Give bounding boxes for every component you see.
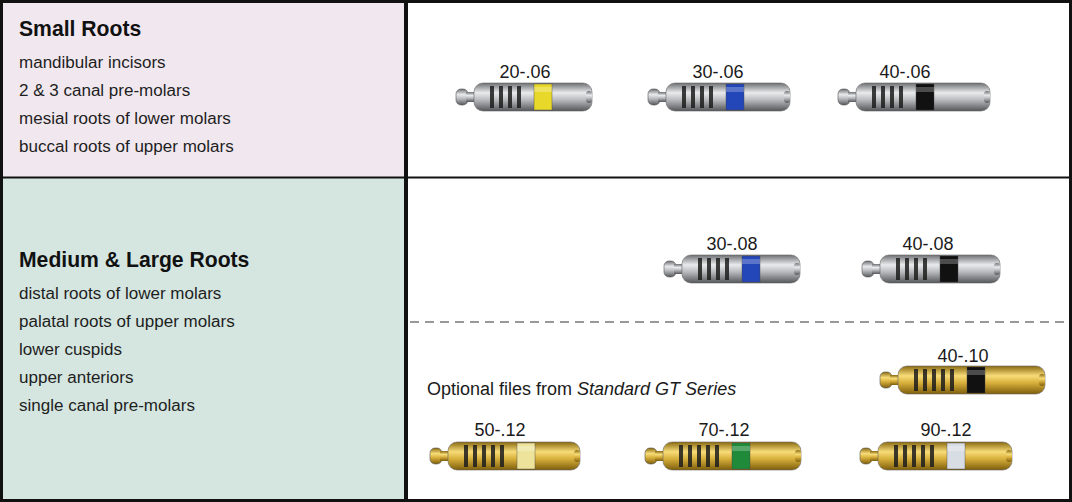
file-size-label: 20-.06	[499, 62, 550, 83]
root-list-item: 2 & 3 canal pre-molars	[19, 77, 404, 105]
cell-ground	[3, 3, 404, 177]
dashed-divider	[410, 321, 1066, 323]
row-rule	[3, 177, 1069, 179]
file-size-label: 40-.10	[937, 346, 988, 367]
file-handle	[860, 442, 1012, 470]
file-handle	[645, 442, 801, 470]
file-handle	[456, 83, 592, 111]
root-list-item: lower cuspids	[19, 336, 404, 364]
file-handle	[648, 83, 790, 111]
file-size-label: 40-.08	[902, 234, 953, 255]
group-heading: Small Roots	[19, 17, 404, 41]
root-list-item: buccal roots of upper molars	[19, 133, 404, 161]
column-rule	[404, 3, 408, 499]
file-size-label: 50-.12	[474, 420, 525, 441]
note-text: Optional files from	[427, 379, 572, 400]
file-handle	[862, 255, 1000, 283]
note-text: Standard GT Series	[577, 379, 736, 400]
file-handle	[664, 255, 800, 283]
root-list-item: palatal roots of upper molars	[19, 308, 404, 336]
root-list-item: distal roots of lower molars	[19, 280, 404, 308]
file-size-label: 30-.06	[692, 62, 743, 83]
root-list-item: mesial roots of lower molars	[19, 105, 404, 133]
file-handle	[880, 366, 1045, 394]
file-size-label: 40-.06	[879, 62, 930, 83]
file-size-label: 70-.12	[698, 420, 749, 441]
file-handle	[430, 442, 580, 470]
root-list-item: single canal pre-molars	[19, 392, 404, 420]
root-group-cell: Medium & Large Roots distal roots of lowe…	[3, 178, 404, 499]
root-list-item: upper anteriors	[19, 364, 404, 392]
file-size-label: 90-.12	[920, 420, 971, 441]
cell-ground	[3, 178, 404, 499]
file-handle	[838, 83, 990, 111]
file-size-label: 30-.08	[706, 234, 757, 255]
root-group-cell: Small Roots mandibular incisors2 & 3 cana…	[3, 3, 404, 177]
root-list-item: mandibular incisors	[19, 49, 404, 77]
group-heading: Medium & Large Roots	[19, 248, 404, 272]
